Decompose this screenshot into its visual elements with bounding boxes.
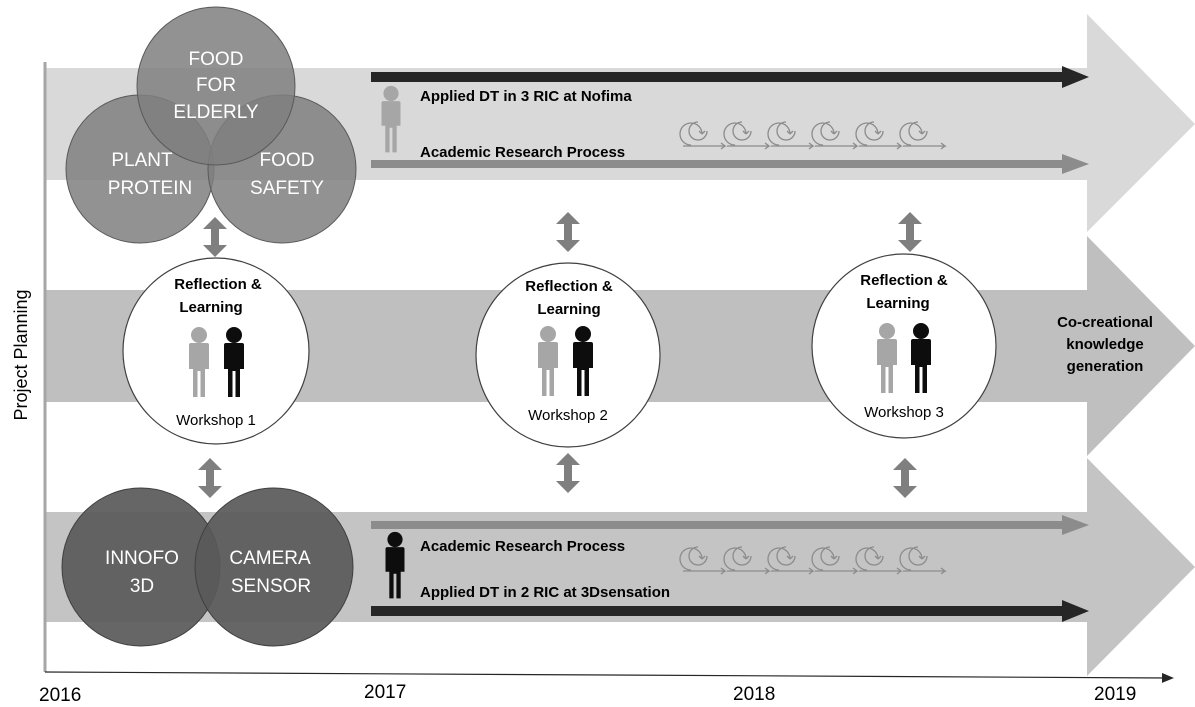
applied-dt-arrow-top — [371, 66, 1089, 88]
venn-label: FOOD — [189, 49, 244, 70]
applied-dt-label-top: Applied DT in 3 RIC at Nofima — [420, 88, 632, 105]
academic-arrow-bottom — [371, 515, 1089, 535]
venn-circle-camera-sensor — [194, 487, 354, 647]
outcome-line: Co-creational — [1057, 314, 1153, 331]
venn-label: ELDERLY — [173, 102, 259, 123]
venn-label: SENSOR — [231, 576, 311, 597]
workshop-circle — [811, 253, 997, 439]
venn-label: PLANT — [111, 150, 173, 171]
academic-label-top: Academic Research Process — [420, 144, 625, 161]
venn-label: CAMERA — [229, 548, 311, 569]
workshop-3: Reflection & Learning Workshop 3 — [811, 253, 997, 439]
workshop-heading: Reflection & — [525, 278, 613, 295]
venn-label: FOOD — [260, 150, 315, 171]
workshop-heading: Reflection & — [860, 272, 948, 289]
double-arrow-icon — [556, 212, 580, 252]
timeline-axis — [44, 671, 1174, 683]
workshop-heading: Learning — [866, 295, 929, 312]
workshop-1: Reflection & Learning Workshop 1 — [122, 257, 310, 445]
y-axis-label: Project Planning — [11, 289, 31, 420]
link-arrows — [198, 212, 922, 498]
workshop-heading: Learning — [179, 299, 242, 316]
year-2018: 2018 — [733, 684, 775, 705]
outcome-line: generation — [1067, 358, 1144, 375]
venn-label: PROTEIN — [108, 178, 192, 199]
venn-label: 3D — [130, 576, 154, 597]
workshop-name: Workshop 2 — [528, 407, 608, 424]
venn-label: FOR — [196, 75, 236, 96]
outcome-label: Co-creational knowledge generation — [1057, 314, 1153, 375]
venn-label: INNOFO — [105, 548, 179, 569]
workshop-heading: Reflection & — [174, 276, 262, 293]
applied-dt-arrow-bottom — [371, 600, 1089, 622]
double-arrow-icon — [893, 458, 917, 498]
workshop-circle — [475, 262, 661, 448]
workshop-heading: Learning — [537, 301, 600, 318]
academic-arrow-top — [371, 154, 1089, 174]
bottom-band — [45, 458, 1195, 676]
workshop-name: Workshop 1 — [176, 412, 256, 429]
bottom-venn: INNOFO 3D CAMERA SENSOR — [61, 487, 354, 647]
year-2016: 2016 — [39, 685, 81, 706]
outcome-line: knowledge — [1066, 336, 1144, 353]
applied-dt-label-bottom: Applied DT in 2 RIC at 3Dsensation — [420, 584, 670, 601]
year-2017: 2017 — [364, 682, 406, 703]
academic-label-bottom: Academic Research Process — [420, 538, 625, 555]
double-arrow-icon — [198, 458, 222, 498]
venn-circle-food-for-elderly — [136, 6, 296, 166]
year-2019: 2019 — [1094, 684, 1136, 705]
bottom-band-arrow — [45, 458, 1195, 676]
top-venn: FOOD FOR ELDERLY PLANT PROTEIN FOOD SAFE… — [65, 6, 357, 244]
workshop-name: Workshop 3 — [864, 404, 944, 421]
double-arrow-icon — [556, 453, 580, 493]
venn-label: SAFETY — [250, 178, 324, 199]
double-arrow-icon — [203, 217, 227, 257]
workshop-circle — [122, 257, 310, 445]
double-arrow-icon — [898, 212, 922, 252]
workshop-2: Reflection & Learning Workshop 2 — [475, 262, 661, 448]
